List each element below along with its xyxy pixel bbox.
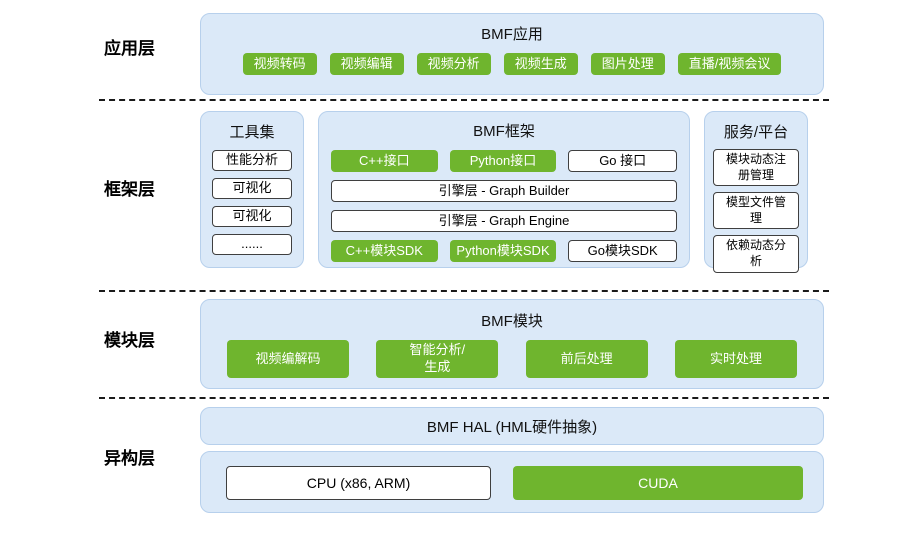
chip-python-api: Python接口 [449, 150, 557, 172]
hal-bar: BMF HAL (HML硬件抽象) [200, 407, 824, 445]
bmf-framework-panel-title: BMF框架 [473, 123, 535, 140]
module-chip-row: 视频编解码 智能分析/ 生成 前后处理 实时处理 [227, 340, 797, 378]
api-row: C++接口 Python接口 Go 接口 [331, 150, 678, 172]
chip-pre-post-processing: 前后处理 [525, 340, 648, 378]
toolset-panel-title: 工具集 [229, 124, 275, 141]
toolset-item-ellipsis: ...... [212, 234, 292, 255]
bar-graph-engine: 引擎层 - Graph Engine [331, 210, 677, 232]
chip-intelligent-analysis-generation: 智能分析/ 生成 [376, 340, 499, 378]
chip-video-analysis: 视频分析 [416, 53, 491, 75]
layer-label-application: 应用层 [104, 39, 155, 58]
layer-label-hetero: 异构层 [104, 449, 155, 468]
application-chip-row: 视频转码 视频编辑 视频分析 视频生成 图片处理 直播/视频会议 [201, 53, 823, 75]
chip-live-video-conference: 直播/视频会议 [677, 53, 782, 75]
divider-application-framework [99, 99, 829, 101]
layer-label-module: 模块层 [104, 331, 155, 350]
chip-cpp-api: C++接口 [331, 150, 438, 172]
chip-video-generation: 视频生成 [503, 53, 578, 75]
bmf-framework-panel: BMF框架 C++接口 Python接口 Go 接口 引擎层 - Graph B… [318, 111, 690, 268]
toolset-panel: 工具集 性能分析 可视化 可视化 ...... [200, 111, 304, 268]
chip-video-transcoding: 视频转码 [242, 53, 317, 75]
module-panel: BMF模块 视频编解码 智能分析/ 生成 前后处理 实时处理 [200, 299, 824, 389]
toolset-item-visualization-2: 可视化 [212, 206, 292, 227]
chip-video-editing: 视频编辑 [329, 53, 404, 75]
chip-go-api: Go 接口 [568, 150, 678, 172]
chip-realtime-processing: 实时处理 [674, 340, 797, 378]
service-item-dependency-dynamic-analysis: 依赖动态分 析 [713, 235, 799, 273]
service-item-module-dynamic-registration: 模块动态注 册管理 [713, 149, 799, 187]
toolset-item-list: 性能分析 可视化 可视化 ...... [201, 150, 303, 255]
chip-python-module-sdk: Python模块SDK [449, 240, 557, 262]
hardware-panel: CPU (x86, ARM) CUDA [200, 451, 824, 513]
divider-framework-module [99, 290, 829, 292]
service-platform-panel: 服务/平台 模块动态注 册管理 模型文件管 理 依赖动态分 析 [704, 111, 808, 273]
chip-cpu: CPU (x86, ARM) [226, 466, 491, 500]
hal-bar-title: BMF HAL (HML硬件抽象) [426, 418, 598, 436]
chip-image-processing: 图片处理 [590, 53, 665, 75]
bar-graph-builder: 引擎层 - Graph Builder [331, 180, 677, 202]
chip-go-module-sdk: Go模块SDK [568, 240, 678, 262]
service-item-list: 模块动态注 册管理 模型文件管 理 依赖动态分 析 [705, 149, 807, 273]
application-panel-title: BMF应用 [481, 26, 543, 43]
service-item-model-file-management: 模型文件管 理 [713, 192, 799, 230]
sdk-row: C++模块SDK Python模块SDK Go模块SDK [331, 240, 678, 262]
layer-label-framework: 框架层 [104, 180, 155, 199]
chip-video-codec: 视频编解码 [227, 340, 349, 378]
toolset-item-performance-analysis: 性能分析 [212, 150, 292, 171]
module-panel-title: BMF模块 [481, 313, 543, 330]
toolset-item-visualization-1: 可视化 [212, 178, 292, 199]
chip-cpp-module-sdk: C++模块SDK [331, 240, 438, 262]
application-panel: BMF应用 视频转码 视频编辑 视频分析 视频生成 图片处理 直播/视频会议 [200, 13, 824, 95]
chip-cuda: CUDA [513, 466, 803, 500]
service-platform-panel-title: 服务/平台 [723, 124, 789, 141]
divider-module-hetero [99, 397, 829, 399]
